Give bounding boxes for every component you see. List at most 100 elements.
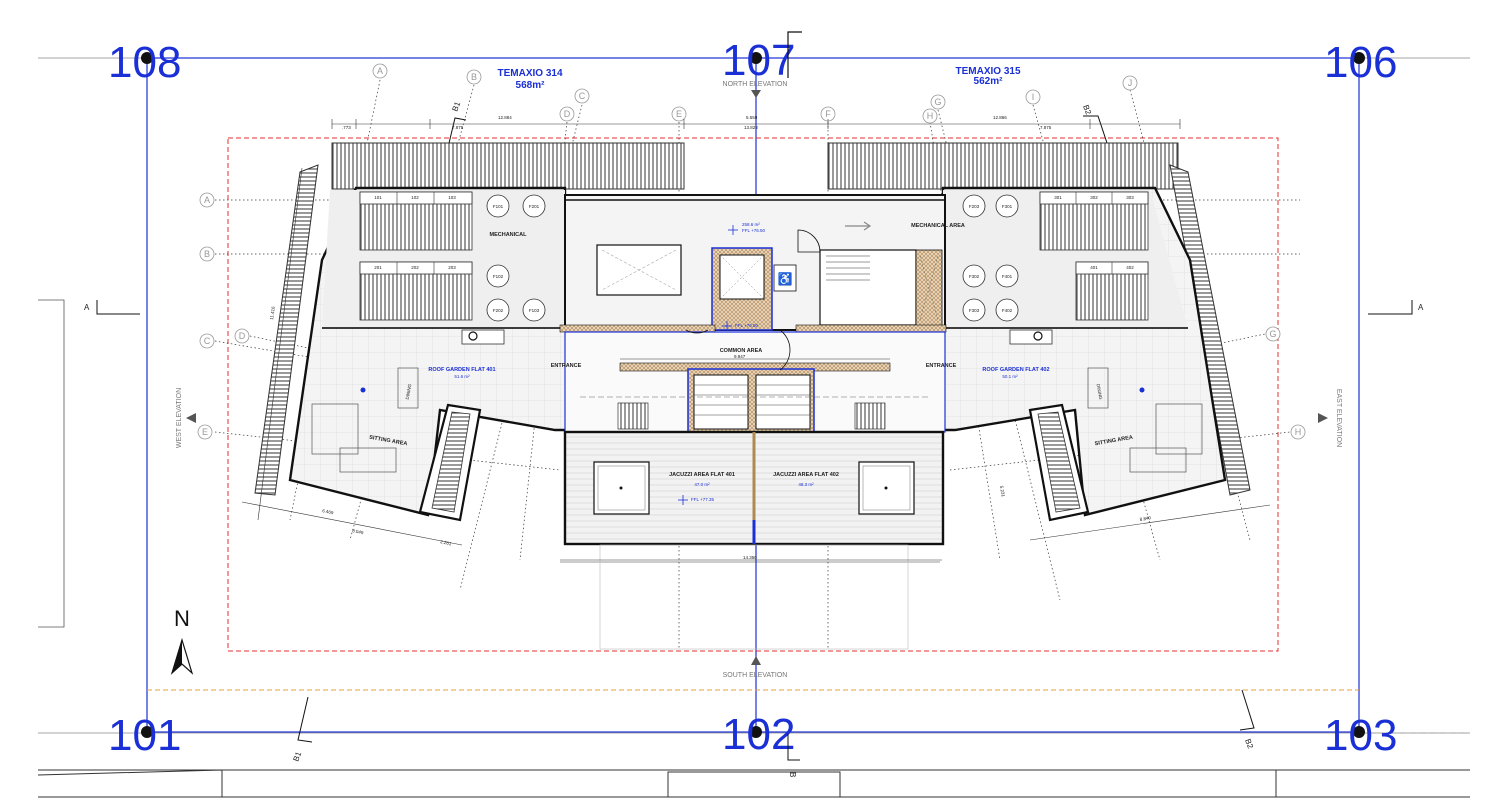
grid-left-b: B	[204, 249, 210, 259]
east-elevation-label: EAST ELEVATION	[1335, 389, 1342, 447]
unit-203: 203	[448, 265, 456, 270]
grid-top-j: J	[1128, 78, 1133, 88]
unit-302: 302	[1090, 195, 1098, 200]
tank-f103: F103	[529, 308, 540, 313]
elevation-markers: NORTH ELEVATION SOUTH ELEVATION WEST ELE…	[176, 31, 1342, 679]
north-arrow-label: N	[174, 606, 190, 631]
unit-301: 301	[1054, 195, 1062, 200]
plot-labels: TEMAXIO 314 568m² TEMAXIO 315 562m²	[497, 66, 1020, 91]
tank-f401: F401	[1002, 274, 1013, 279]
label-entrance-right: ENTRANCE	[926, 363, 957, 369]
north-elevation-label: NORTH ELEVATION	[723, 81, 788, 88]
section-b-bottom-label: B	[788, 772, 797, 777]
section-b1-top-label: B1	[450, 100, 462, 113]
north-arrow: N	[170, 606, 194, 675]
dim-11416: 11.416	[269, 306, 276, 320]
grid-left-c: C	[204, 336, 211, 346]
tank-f102: F102	[493, 274, 504, 279]
tank-f203: F203	[969, 204, 980, 209]
grid-bubble-labels: A B C D E F G H I J A B C D E G H	[202, 66, 1301, 437]
label-common-area: COMMON AREA	[720, 348, 763, 354]
unit-402: 402	[1126, 265, 1134, 270]
unit-102: 102	[411, 195, 419, 200]
other-dimensions: 11.416 6.469 8.049 2.261 9.947 14.350 8.…	[241, 167, 1271, 561]
dim-2261: 2.261	[440, 539, 453, 546]
grid-top-i: I	[1032, 92, 1035, 102]
top-dimensions: .773 7.875 12.884 5.559 13.823 12.866 7.…	[331, 115, 1181, 130]
dim-5559: 5.559	[746, 115, 758, 120]
dim-5231: 5.231	[999, 485, 1006, 497]
label-roof-garden-402-area: 50.1 m²	[1002, 374, 1018, 379]
grid-top-a: A	[377, 66, 383, 76]
level-top-area: 258.6 m²	[742, 222, 760, 227]
grid-bubbles	[197, 63, 1306, 440]
furniture	[311, 367, 1203, 473]
dim-8049: 8.049	[352, 528, 365, 535]
grid-top-e: E	[676, 109, 682, 119]
tank-f202: F202	[493, 308, 504, 313]
plot-area-left: 568m²	[516, 80, 546, 91]
label-mechanical: MECHANICAL	[490, 232, 528, 238]
corner-label-106: 106	[1324, 38, 1397, 87]
dim-7875-left: 7.875	[452, 125, 464, 130]
label-dining-right: DINING	[1096, 384, 1104, 401]
dim-12884: 12.884	[498, 115, 512, 120]
grid-top-b: B	[471, 72, 477, 82]
unit-201: 201	[374, 265, 382, 270]
dim-13823: 13.823	[744, 125, 758, 130]
label-jacuzzi-402: JACUZZI AREA FLAT 402	[773, 472, 839, 478]
grid-right-g: G	[1269, 329, 1276, 339]
dim-9947: 9.947	[734, 354, 746, 359]
label-dining-left: DINING	[405, 383, 413, 400]
blue-points	[360, 387, 1145, 393]
label-entrance-left: ENTRANCE	[551, 363, 582, 369]
dim-773: .773	[342, 125, 351, 130]
unit-101: 101	[374, 195, 382, 200]
grid-left-d: D	[239, 331, 246, 341]
level-markers: 258.6 m² FFL +76.50 FFL +76.50 FFL +77.3…	[678, 222, 765, 505]
label-mechanical-area: MECHANICAL AREA	[911, 223, 965, 229]
section-b2-top-label: B2	[1081, 104, 1093, 117]
tank-f402: F402	[1002, 308, 1013, 313]
grid-top-d: D	[564, 109, 571, 119]
section-b2-bottom-label: B2	[1243, 738, 1255, 751]
unit-202: 202	[411, 265, 419, 270]
label-jacuzzi-401-area: 47.0 m²	[694, 482, 710, 487]
wheelchair-icon: ♿	[778, 272, 793, 286]
plot-area-right: 562m²	[974, 76, 1004, 87]
tank-f302: F302	[969, 274, 980, 279]
grid-left-a: A	[204, 195, 210, 205]
centre-core: ♿	[559, 194, 947, 650]
label-jacuzzi-402-area: 48.3 m²	[798, 482, 814, 487]
section-a-left-label: A	[84, 303, 90, 312]
south-elevation-label: SOUTH ELEVATION	[723, 672, 788, 679]
dim-8840: 8.840	[1139, 515, 1151, 522]
solar-units-right: 301 302 303 401 402	[1039, 191, 1149, 321]
corner-label-101: 101	[108, 711, 181, 760]
unit-303: 303	[1126, 195, 1134, 200]
corner-markers: 108 107 106 101 102 103	[108, 36, 1397, 760]
unit-103: 103	[448, 195, 456, 200]
corner-label-103: 103	[1324, 711, 1397, 760]
tank-labels: F101 F201 F102 F202 F103 F203 F301 F302 …	[493, 204, 1013, 313]
unit-401: 401	[1090, 265, 1098, 270]
level-top-ffl: FFL +76.50	[742, 228, 765, 233]
label-roof-garden-401-area: 51.6 m²	[454, 374, 470, 379]
label-roof-garden-401: ROOF GARDEN FLAT 401	[428, 367, 495, 373]
level-jacuzzi-ffl: FFL +77.35	[691, 497, 714, 502]
dim-12866: 12.866	[993, 115, 1007, 120]
tank-f201: F201	[529, 204, 540, 209]
tank-f301: F301	[1002, 204, 1013, 209]
corner-label-107: 107	[722, 36, 795, 85]
corner-label-108: 108	[108, 38, 181, 87]
grid-left-e: E	[202, 427, 208, 437]
grid-top-c: C	[579, 91, 586, 101]
label-jacuzzi-401: JACUZZI AREA FLAT 401	[669, 472, 735, 478]
dim-7875-right: 7.875	[1040, 125, 1052, 130]
corner-label-102: 102	[722, 710, 795, 759]
section-a-right-label: A	[1418, 303, 1424, 312]
dim-6469: 6.469	[322, 508, 335, 515]
grid-top-h: H	[927, 111, 934, 121]
label-roof-garden-402: ROOF GARDEN FLAT 402	[982, 367, 1049, 373]
